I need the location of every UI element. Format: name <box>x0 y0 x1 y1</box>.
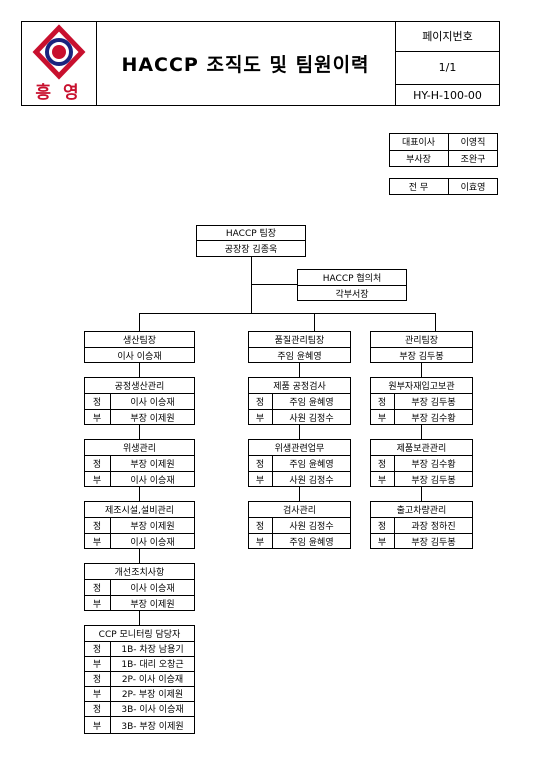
inspection-box <box>248 501 351 549</box>
group-title: 출고차량관리 <box>396 505 447 516</box>
role-label: 정 <box>92 675 102 685</box>
role-label: 부 <box>92 537 102 548</box>
role-label: 부 <box>92 413 102 424</box>
hygiene-box <box>84 439 195 487</box>
director-name: 이효영 <box>460 183 486 193</box>
director-title: 전 무 <box>408 183 429 193</box>
product-inspection-box <box>248 377 351 425</box>
leader-person: 공장장 김종욱 <box>224 245 278 255</box>
role-label: 부 <box>255 537 265 548</box>
role-label: 정 <box>255 521 265 532</box>
role-label: 정 <box>92 397 102 408</box>
member-name: 이사 이승재 <box>130 537 175 548</box>
production-head-person: 이사 이승재 <box>117 351 162 362</box>
ceo-name: 이영직 <box>460 138 486 148</box>
member-name: 1B- 대리 오창근 <box>121 660 184 670</box>
member-name: 부장 이제원 <box>130 413 175 424</box>
group-title: 제품 공정검사 <box>273 381 326 392</box>
member-name: 3B- 부장 이제원 <box>121 721 184 732</box>
role-label: 정 <box>92 705 102 715</box>
group-title: CCP 모니터링 담당자 <box>98 629 181 640</box>
member-name: 부장 김수황 <box>411 413 456 424</box>
page-number-label: 페이지번호 <box>422 30 473 43</box>
haccp-leader-box <box>196 225 306 257</box>
member-name: 부장 김두봉 <box>411 537 456 548</box>
shipping-vehicle-box <box>370 501 473 549</box>
header-table <box>21 21 500 106</box>
quality-head-person: 주임 윤혜영 <box>277 351 322 362</box>
role-label: 부 <box>92 660 102 670</box>
company-name: 흥 영 <box>35 83 82 103</box>
product-storage-box <box>370 439 473 487</box>
member-name: 3B- 이사 이승재 <box>121 705 184 715</box>
group-title: 개선조치사항 <box>114 567 165 578</box>
ceo-title: 대표이사 <box>401 138 436 148</box>
page-number-value: 1/1 <box>438 61 457 74</box>
vp-name: 조완구 <box>460 155 486 165</box>
group-title: 제조시설,설비관리 <box>104 505 175 516</box>
member-name: 부장 김두봉 <box>411 397 456 408</box>
role-label: 부 <box>92 599 102 610</box>
member-name: 2P- 이사 이승재 <box>121 675 184 685</box>
member-name: 2P- 부장 이제원 <box>121 690 184 700</box>
corrective-action-box <box>84 563 195 611</box>
role-label: 정 <box>377 459 387 470</box>
role-label: 부 <box>255 475 265 486</box>
company-logo <box>21 21 96 106</box>
member-name: 부장 이제원 <box>130 599 175 610</box>
production-head-title: 생산팀장 <box>122 335 157 346</box>
role-label: 부 <box>92 690 102 700</box>
member-name: 1B- 차장 남용기 <box>121 645 184 655</box>
role-label: 정 <box>92 583 102 594</box>
member-name: 사원 김정수 <box>289 521 334 532</box>
quality-head-title: 품질관리팀장 <box>274 335 325 346</box>
ccp-monitoring-box <box>84 625 195 734</box>
member-name: 부장 이제원 <box>130 521 175 532</box>
council-person: 각부서장 <box>335 289 369 300</box>
director-box <box>389 178 498 195</box>
vp-title: 부사장 <box>406 155 431 165</box>
role-label: 부 <box>92 475 102 486</box>
role-label: 부 <box>377 475 387 486</box>
role-label: 정 <box>255 459 265 470</box>
member-name: 과장 정하진 <box>411 521 456 532</box>
member-name: 사원 김정수 <box>289 413 334 424</box>
member-name: 부장 김수황 <box>411 459 456 470</box>
role-label: 정 <box>92 521 102 532</box>
management-head-title: 관리팀장 <box>404 335 439 346</box>
document-code: HY-H-100-00 <box>413 88 482 102</box>
member-name: 주임 윤혜영 <box>289 397 334 408</box>
role-label: 부 <box>92 721 102 732</box>
group-title: 공정생산관리 <box>114 381 165 392</box>
group-title: 제품보관관리 <box>396 443 447 454</box>
council-title: HACCP 협의처 <box>322 273 382 284</box>
role-label: 부 <box>255 413 265 424</box>
member-name: 이사 이승재 <box>130 583 175 594</box>
group-title: 위생관련업무 <box>274 443 325 454</box>
member-name: 이사 이승재 <box>130 397 175 408</box>
role-label: 부 <box>377 537 387 548</box>
role-label: 정 <box>92 645 102 655</box>
facility-box <box>84 501 195 549</box>
member-name: 부장 김두봉 <box>411 475 456 486</box>
production-process-box <box>84 377 195 425</box>
hygiene-work-box <box>248 439 351 487</box>
group-title: 위생관리 <box>122 443 157 454</box>
role-label: 부 <box>377 413 387 424</box>
role-label: 정 <box>92 459 102 470</box>
management-head-person: 부장 김두봉 <box>399 351 444 362</box>
role-label: 정 <box>377 397 387 408</box>
role-label: 정 <box>255 397 265 408</box>
page-title: HACCP 조직도 및 팀원이력 <box>121 54 370 76</box>
leader-title: HACCP 팀장 <box>225 229 277 239</box>
material-storage-box <box>370 377 473 425</box>
member-name: 사원 김정수 <box>289 475 334 486</box>
role-label: 정 <box>377 521 387 532</box>
member-name: 이사 이승재 <box>130 475 175 486</box>
group-title: 원부자재입고보관 <box>388 381 455 392</box>
member-name: 주임 윤혜영 <box>289 459 334 470</box>
member-name: 부장 이제원 <box>130 459 175 470</box>
group-title: 검사관리 <box>282 505 317 516</box>
member-name: 주임 윤혜영 <box>289 537 334 548</box>
